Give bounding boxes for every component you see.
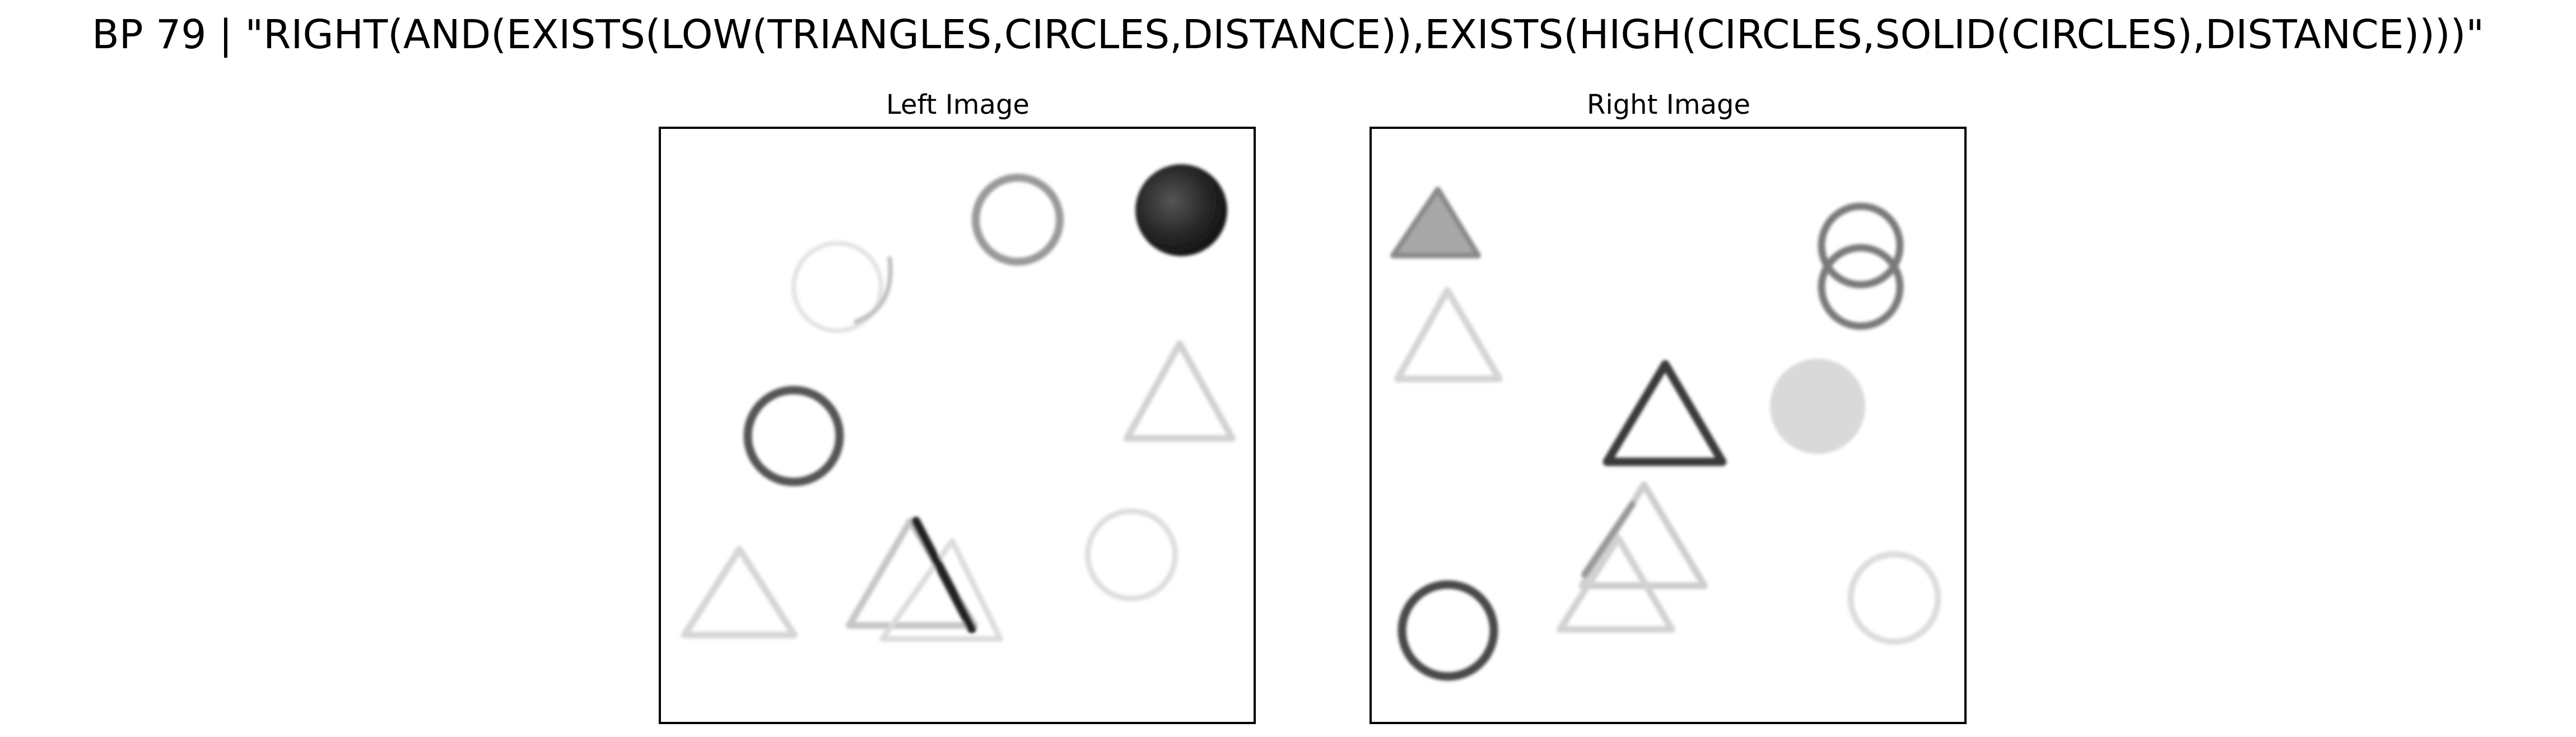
triangle-shape [1394, 287, 1503, 382]
circle-shape [1085, 508, 1178, 601]
circle-stroke-shape [853, 256, 893, 325]
triangle-shape [1557, 535, 1675, 633]
left-image-panel [659, 127, 1256, 724]
right-image-panel [1369, 127, 1967, 724]
circle-shape [972, 174, 1064, 266]
left-image-title: Left Image [886, 89, 1030, 120]
right-image-canvas [1390, 187, 1941, 681]
triangle-shape [846, 518, 978, 629]
solid-triangle-shape [1390, 187, 1481, 258]
solid-circle-shape [1770, 359, 1865, 454]
circle-shape [1398, 580, 1498, 681]
triangle-edge-shape [1581, 501, 1636, 578]
circle-shape [1818, 202, 1904, 289]
page-title: BP 79 | "RIGHT(AND(EXISTS(LOW(TRIANGLES,… [92, 11, 2484, 58]
triangle-edge-shape [911, 517, 976, 633]
right-image-title: Right Image [1587, 89, 1750, 120]
circle-shape [743, 386, 844, 486]
left-image-canvas [681, 164, 1236, 642]
triangle-shape [681, 546, 798, 638]
triangle-shape [879, 538, 1003, 642]
faint-circle-shape [791, 241, 883, 333]
triangle-shape [1603, 360, 1727, 466]
circle-shape [1818, 244, 1904, 330]
triangle-shape [1124, 340, 1236, 442]
circle-shape [1847, 551, 1941, 645]
solid-circle-shape [1135, 164, 1227, 256]
